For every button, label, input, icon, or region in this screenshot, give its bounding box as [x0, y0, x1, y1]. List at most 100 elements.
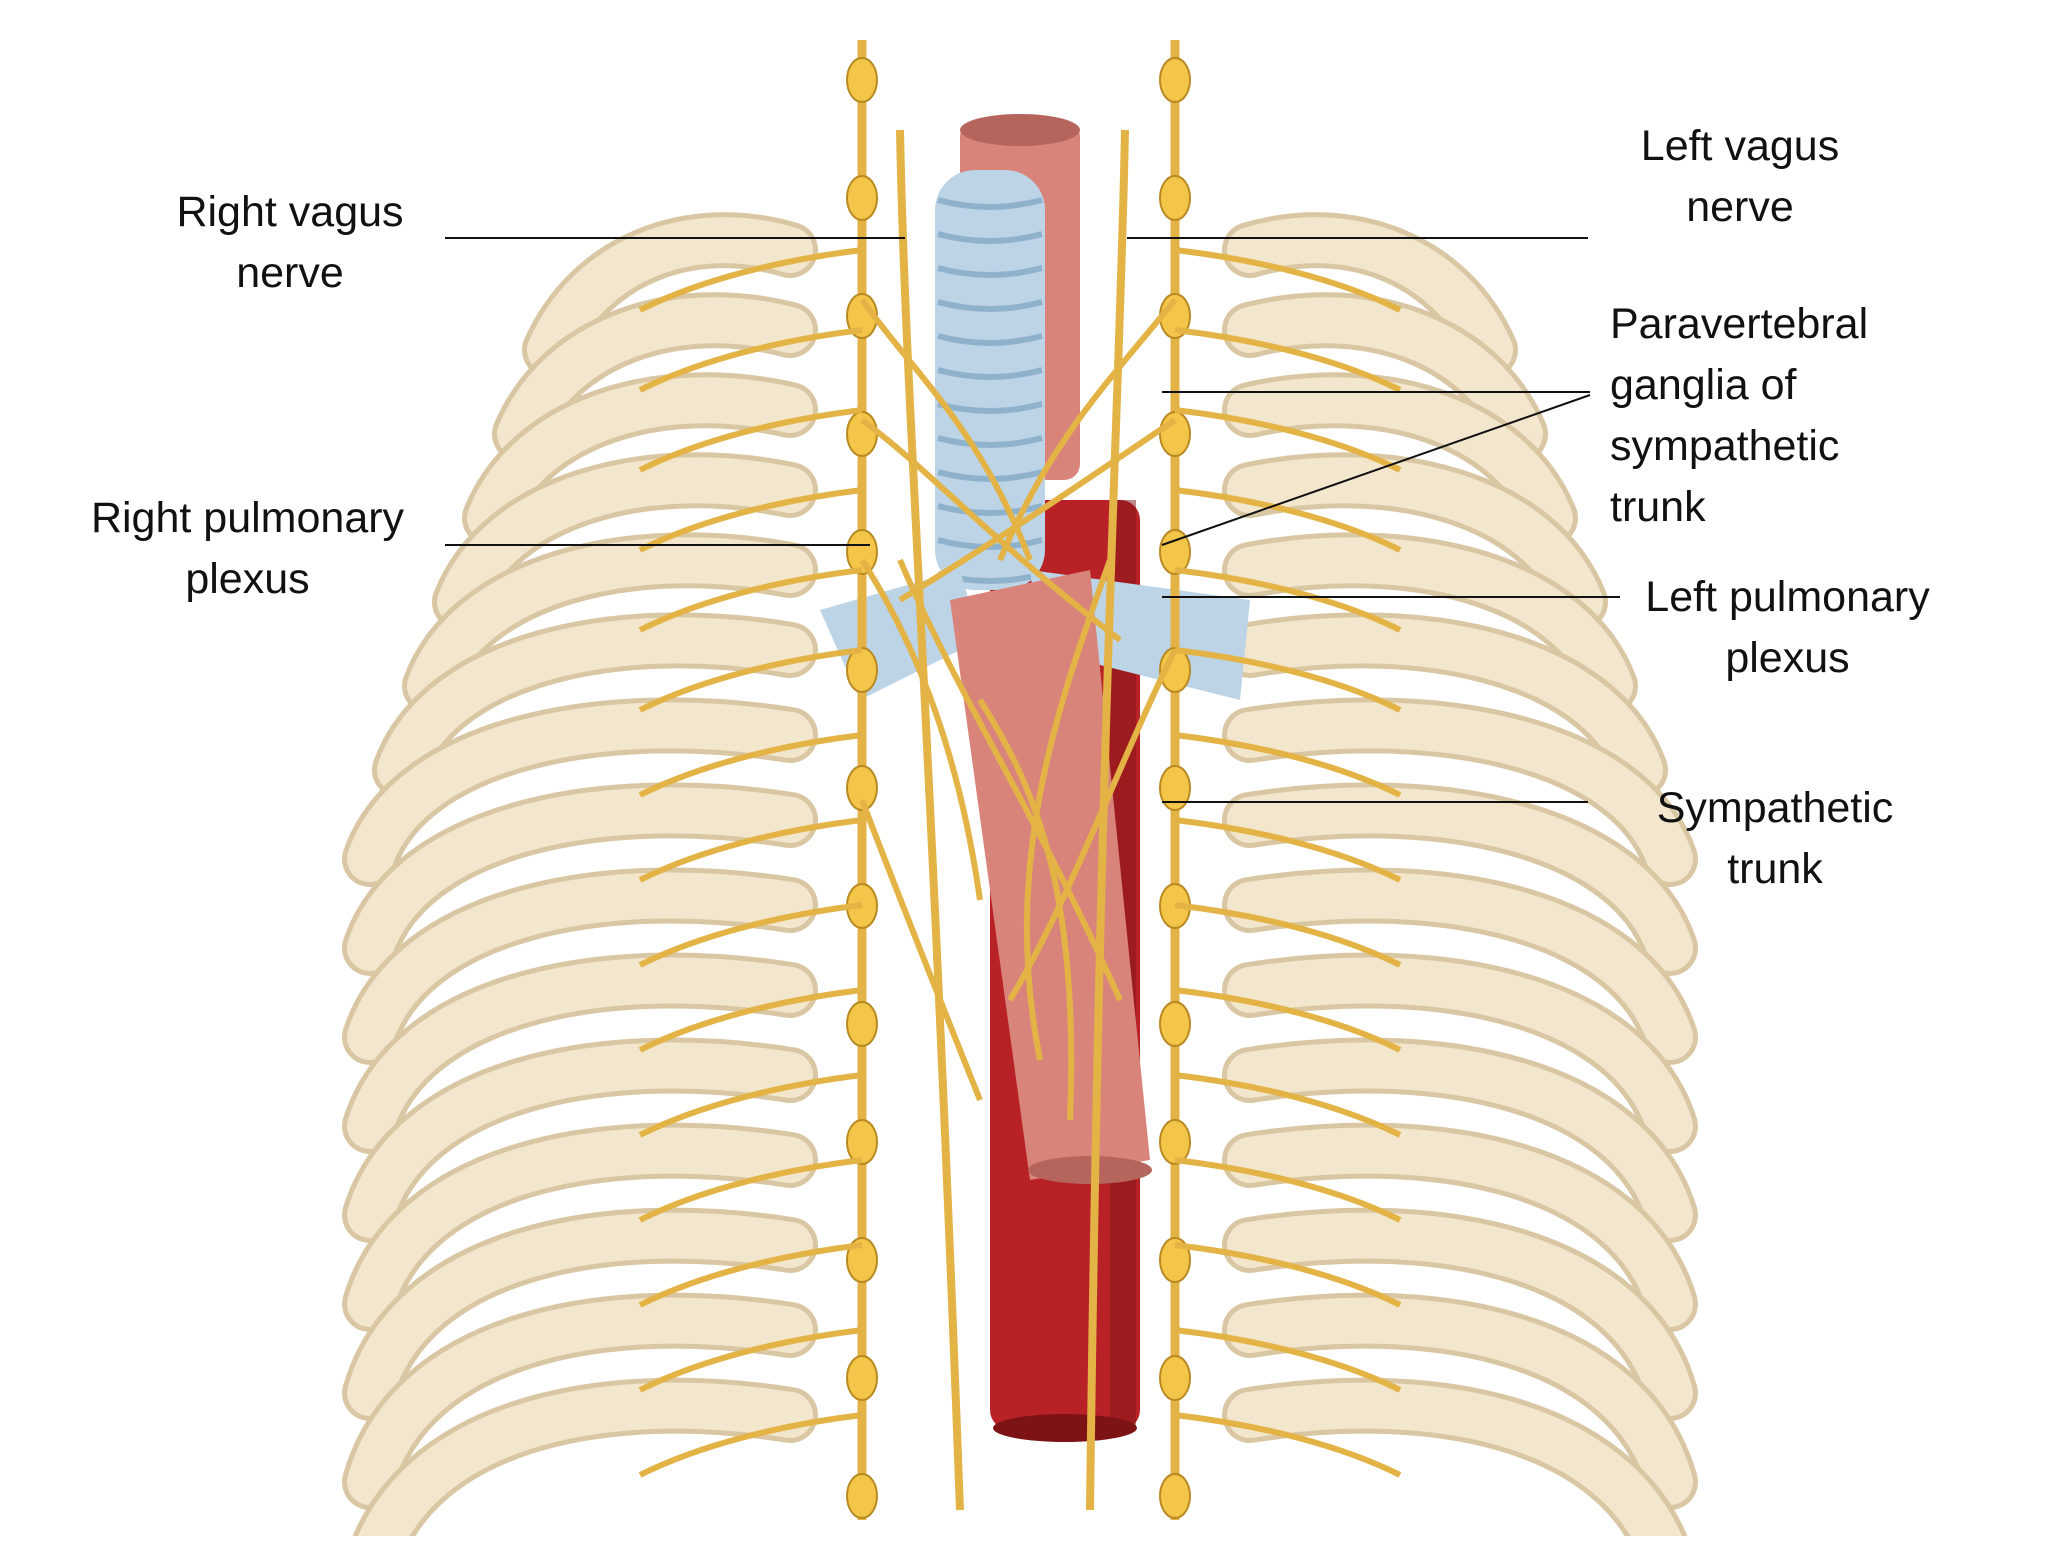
rib-left-fill: [1227, 1297, 1693, 1505]
ganglion: [846, 765, 878, 811]
plexus-branch: [860, 417, 1122, 643]
ganglion: [1159, 57, 1191, 103]
left-vagus-nerve: [1086, 129, 1129, 1511]
rib-right-fill: [347, 787, 813, 971]
rib-left-fill: [1227, 1382, 1684, 1541]
label-left-pulmonary-plexus: Left pulmonary plexus: [1645, 573, 1930, 682]
ganglion: [846, 1473, 878, 1519]
rib-right-fill: [356, 1382, 813, 1541]
intercostal-nerve: [1174, 647, 1402, 713]
intercostal-nerve: [1174, 327, 1402, 393]
trachea-ring: [937, 537, 1043, 550]
rib-right-fill: [347, 1042, 813, 1238]
leader-paravertebral-lower: [1161, 394, 1591, 546]
intercostal-nerve: [1174, 902, 1402, 968]
intercostal-nerve: [638, 647, 863, 713]
trachea-ring: [937, 197, 1043, 210]
intercostal-nerve: [638, 327, 863, 393]
plexus-branch: [897, 558, 1123, 1002]
trachea-ring: [937, 435, 1043, 448]
intercostal-nerve: [638, 567, 863, 633]
ganglion: [1159, 1473, 1191, 1519]
label-right-pulmonary-plexus: Right pulmonary plexus: [90, 494, 405, 603]
rib-left-fill: [1227, 457, 1603, 625]
label-sympathetic-trunk: Sympathetic trunk: [1656, 784, 1894, 893]
plexus-branch: [997, 298, 1178, 562]
leader-lines: [445, 237, 1620, 803]
intercostal-nerve: [1174, 987, 1402, 1053]
aorta-opening: [993, 1414, 1137, 1442]
intercostal-nerve: [638, 487, 863, 553]
rib-left-fill: [1227, 1042, 1693, 1238]
trachea-ring: [937, 333, 1043, 346]
intercostal-nerve: [638, 1072, 863, 1138]
rib-left-fill: [1227, 1212, 1693, 1416]
rib-right-fill: [437, 457, 813, 625]
intercostal-nerve: [1174, 487, 1402, 553]
rib-right-fill: [347, 872, 813, 1060]
ganglion: [1159, 411, 1191, 457]
rib-left-fill: [1227, 787, 1693, 971]
ganglion: [846, 1119, 878, 1165]
intercostal-nerve: [1174, 1242, 1402, 1308]
ganglion: [846, 175, 878, 221]
intercostal-nerve: [1174, 407, 1402, 473]
label-right-vagus-nerve: Right vagus nerve: [176, 188, 404, 297]
intercostal-nerve: [1174, 1327, 1402, 1393]
rib-left-fill: [1227, 1127, 1693, 1327]
intercostal-nerve: [1174, 567, 1402, 633]
rib-right-fill: [467, 377, 813, 541]
rib-right-fill: [347, 957, 813, 1149]
label-paravertebral-ganglia: Paravertebral ganglia of sympathetic tru…: [1610, 300, 1869, 531]
intercostal-nerve: [638, 987, 863, 1053]
rib-left-fill: [1227, 537, 1633, 709]
trachea-ring: [937, 299, 1043, 312]
rib-left-fill: [1227, 617, 1663, 793]
right-vagus-nerve: [896, 129, 964, 1511]
rib-right-fill: [347, 702, 813, 882]
esophagus-cut: [1028, 1156, 1152, 1184]
intercostal-nerve: [1174, 817, 1402, 883]
ganglion: [1159, 1001, 1191, 1047]
ganglion: [1159, 765, 1191, 811]
ganglion: [1159, 529, 1191, 575]
ganglion: [846, 529, 878, 575]
rib-right-fill: [527, 217, 813, 373]
rib-left-fill: [1227, 702, 1693, 882]
ganglion: [846, 57, 878, 103]
ganglion: [846, 1001, 878, 1047]
plexus-branch: [977, 698, 1075, 1121]
intercostal-nerve: [638, 1242, 863, 1308]
rib-left-fill: [1227, 217, 1513, 373]
rib-left-fill: [1227, 297, 1543, 457]
rib-right-fill: [347, 1127, 813, 1327]
plexus-branch: [898, 417, 1177, 603]
intercostal-nerve: [638, 902, 863, 968]
ganglion: [1159, 1237, 1191, 1283]
intercostal-nerve: [638, 1157, 863, 1223]
ganglion: [846, 1237, 878, 1283]
ganglion: [1159, 175, 1191, 221]
rib-left-fill: [1227, 872, 1693, 1060]
trachea-ring: [937, 503, 1043, 516]
plexus-branch: [859, 798, 983, 1102]
trachea-ring: [937, 367, 1043, 380]
esophagus-opening: [960, 114, 1080, 146]
rib-right-fill: [377, 617, 813, 793]
ganglion: [846, 647, 878, 693]
intercostal-nerve: [1174, 1412, 1402, 1478]
intercostal-nerve: [638, 1327, 863, 1393]
intercostal-nerve: [638, 407, 863, 473]
rib-right-fill: [347, 1297, 813, 1505]
ganglion: [1159, 1355, 1191, 1401]
trachea-ring: [937, 265, 1043, 278]
ganglion: [846, 411, 878, 457]
plexus-branch: [1007, 648, 1178, 1002]
plexus-branch: [859, 558, 983, 901]
rib-left-fill: [1227, 957, 1693, 1149]
rib-right-fill: [347, 1212, 813, 1416]
trachea-ring: [937, 231, 1043, 244]
intercostal-nerve: [1174, 247, 1402, 313]
